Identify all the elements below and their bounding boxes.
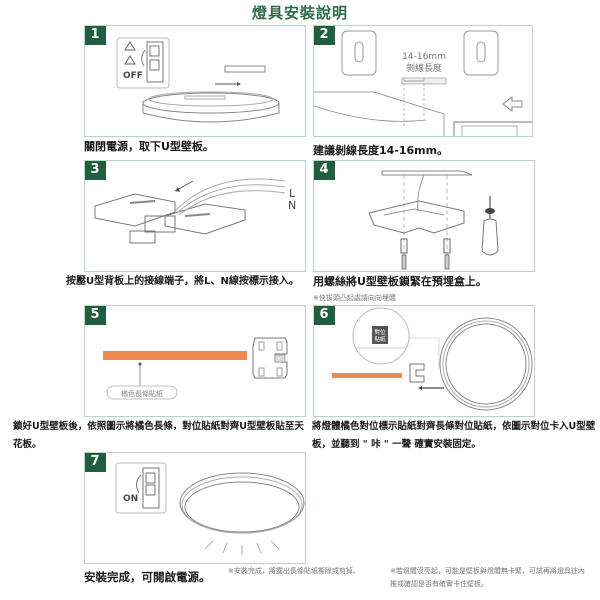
step-4-panel: 4 <box>313 160 535 272</box>
step-1-illustration: OFF <box>116 37 280 123</box>
step-4-caption: 用螺絲將U型壁板鎖緊在預埋盒上。 <box>313 275 487 288</box>
step-2-panel: 2 14-16mm 剝線長度 <box>313 25 533 137</box>
step-7-note-1: ※安裝完成，將露出長條貼紙撕除或剪掉。 <box>228 567 360 575</box>
strip-length-desc: 剝線長度 <box>406 62 442 74</box>
step-3-illustration: L N <box>94 178 296 244</box>
strip-length-label: 14-16mm <box>402 52 446 62</box>
step-3-badge: 3 <box>85 161 106 180</box>
step-7-badge: 7 <box>85 453 106 472</box>
step-5-badge: 5 <box>85 306 106 325</box>
live-wire-label: L <box>289 187 296 200</box>
step-3-panel: 3 L N <box>84 160 306 272</box>
orange-strip <box>103 351 247 360</box>
step-2-illustration: 14-16mm 剝線長度 <box>314 30 532 136</box>
step-1-badge: 1 <box>85 26 106 45</box>
step-5-illustration: 橘色長條貼紙 <box>103 337 288 400</box>
step-2-caption: 建議剝線長度14-16mm。 <box>313 144 449 157</box>
orange-strip <box>332 373 402 378</box>
step-7-panel: 7 ON <box>84 452 306 564</box>
step-6-panel: 6 對位 貼紙 <box>313 305 535 417</box>
step-5-caption: 鎖好U型壁板後，依照圖示將橘色長條，對位貼紙對齊U型壁板貼至天花板。 <box>13 421 304 450</box>
step-1-caption: 關閉電源，取下U型壁板。 <box>84 140 214 153</box>
orange-sticker-label: 橘色長條貼紙 <box>121 389 163 398</box>
step-5-panel: 5 橘色長條貼紙 <box>84 305 306 417</box>
step-7-illustration: ON <box>115 462 305 555</box>
step-4-badge: 4 <box>314 161 335 180</box>
step-4-note: ※快拔頭凸起處請向向埋體 <box>313 294 396 302</box>
switch-on-label: ON <box>123 494 138 504</box>
step-1-panel: 1 OFF <box>84 25 306 137</box>
step-2-badge: 2 <box>314 26 335 45</box>
neutral-wire-label: N <box>288 199 296 212</box>
step-4-illustration <box>368 170 499 270</box>
switch-off-label: OFF <box>123 71 143 81</box>
step-6-caption: 將燈體橘色對位標示貼紙對齊長條對位貼紙，依圖示對位卡入U型壁板，並聽到 " 咔 … <box>312 421 596 450</box>
step-7-note-2: ※若燈體沒亮起，可能是壁板與燈體無卡緊，可試再將燈具往內推或確認是否有確實卡住壁… <box>390 567 585 588</box>
svg-text:貼紙: 貼紙 <box>374 335 386 343</box>
step-3-caption: 按壓U型背板上的接線端子，將L、N線按標示接入。 <box>66 276 299 287</box>
align-sticker-label: 對位 <box>374 328 386 336</box>
page-title: 燈具安裝說明 <box>251 4 348 22</box>
step-7-caption: 安裝完成，可開啟電源。 <box>84 570 211 584</box>
step-6-badge: 6 <box>314 306 335 325</box>
step-6-illustration: 對位 貼紙 <box>332 307 533 411</box>
